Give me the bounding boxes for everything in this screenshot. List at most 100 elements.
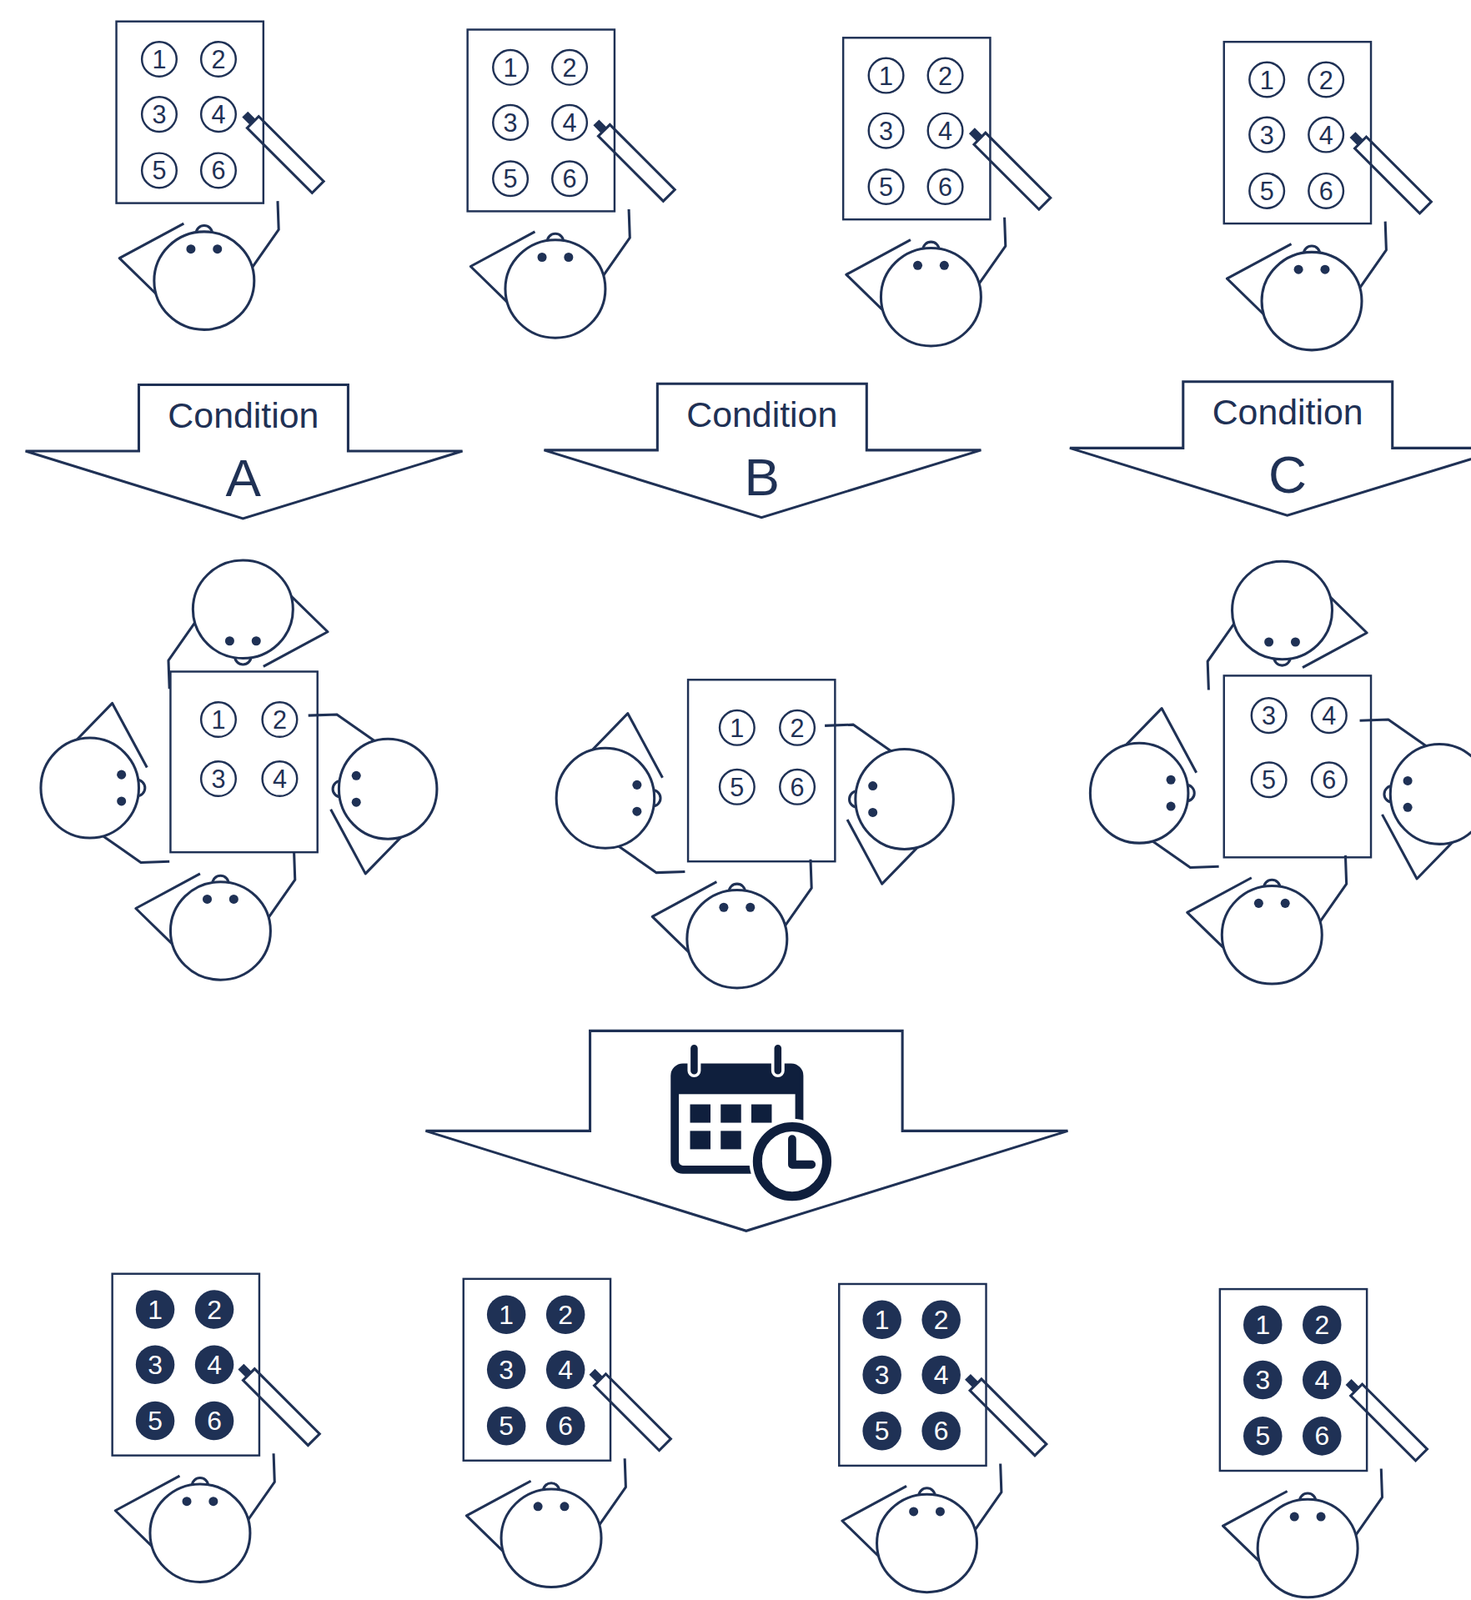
item-number: 3 xyxy=(200,760,237,798)
item-number: 6 xyxy=(546,1406,586,1446)
item-number: 1 xyxy=(492,49,529,86)
answer-sheet: 123456 xyxy=(462,1278,613,1462)
person-figure xyxy=(308,714,437,874)
item-number: 6 xyxy=(1310,761,1348,799)
condition-letter: A xyxy=(225,449,262,508)
item-number: 6 xyxy=(551,160,588,197)
item-number: 1 xyxy=(1243,1305,1283,1346)
item-number: 1 xyxy=(1248,60,1286,98)
item-number: 5 xyxy=(140,151,178,189)
pen-symbol xyxy=(239,108,324,193)
condition-label: Condition xyxy=(167,395,319,437)
answer-sheet: 123456 xyxy=(466,28,616,212)
item-number: 6 xyxy=(1307,172,1345,210)
item-number: 3 xyxy=(862,1355,902,1396)
person-figure xyxy=(1360,719,1471,879)
person-figure xyxy=(1223,1469,1383,1598)
item-number: 3 xyxy=(140,95,178,133)
arrow-shape xyxy=(1069,381,1471,516)
pen-symbol xyxy=(1346,129,1431,214)
item-number: 5 xyxy=(868,168,905,206)
pen-symbol xyxy=(586,1365,671,1451)
item-number: 6 xyxy=(195,1401,235,1441)
item-number: 2 xyxy=(551,49,588,86)
person-figure xyxy=(824,724,954,884)
answer-sheet: 123456 xyxy=(838,1283,988,1467)
item-number: 4 xyxy=(1302,1360,1342,1401)
answer-sheet: 1256 xyxy=(687,678,837,863)
item-number: 1 xyxy=(862,1300,902,1341)
item-number: 4 xyxy=(200,95,237,133)
pen-symbol xyxy=(965,125,1050,210)
item-number: 1 xyxy=(140,40,178,78)
item-number: 4 xyxy=(927,112,964,150)
item-number: 3 xyxy=(492,104,529,141)
item-number: 5 xyxy=(486,1406,527,1446)
item-number: 3 xyxy=(868,112,905,150)
item-number: 1 xyxy=(868,57,905,95)
person-figure xyxy=(842,1463,1002,1592)
condition-label: Condition xyxy=(1212,391,1364,433)
item-number: 5 xyxy=(1243,1416,1283,1456)
item-number: 5 xyxy=(492,160,529,197)
person-figure xyxy=(652,859,812,989)
calendar-icon xyxy=(674,1043,835,1205)
pen-symbol xyxy=(1342,1376,1427,1461)
item-number: 4 xyxy=(261,760,298,798)
item-number: 6 xyxy=(778,768,816,806)
item-number: 1 xyxy=(718,709,756,747)
person-figure xyxy=(1207,561,1367,690)
item-number: 2 xyxy=(1302,1305,1342,1346)
person-figure xyxy=(115,1453,275,1582)
arrow-shape xyxy=(543,383,981,518)
person-figure xyxy=(135,851,296,980)
person-figure xyxy=(1226,221,1386,351)
item-number: 5 xyxy=(135,1401,176,1441)
item-number: 2 xyxy=(261,701,298,739)
condition-letter: C xyxy=(1268,446,1307,504)
pen-symbol xyxy=(590,116,675,201)
item-number: 3 xyxy=(135,1345,176,1385)
answer-sheet: 3456 xyxy=(1223,674,1373,859)
answer-sheet: 1234 xyxy=(169,670,319,854)
item-number: 2 xyxy=(195,1290,235,1330)
answer-sheet: 123456 xyxy=(1223,40,1373,225)
person-figure xyxy=(119,200,279,330)
item-number: 2 xyxy=(921,1300,961,1341)
item-number: 6 xyxy=(1302,1416,1342,1456)
person-figure xyxy=(470,209,630,338)
condition-arrow: ConditionC xyxy=(1069,381,1471,516)
person-figure xyxy=(1089,708,1219,869)
item-number: 2 xyxy=(927,57,964,95)
item-number: 2 xyxy=(546,1295,586,1335)
item-number: 5 xyxy=(718,768,756,806)
item-number: 2 xyxy=(200,40,237,78)
answer-sheet: 123456 xyxy=(110,1273,261,1457)
person-figure xyxy=(1187,855,1347,985)
item-number: 5 xyxy=(1248,172,1286,210)
condition-label: Condition xyxy=(686,394,838,436)
item-number: 1 xyxy=(135,1290,176,1330)
person-figure xyxy=(466,1458,626,1587)
item-number: 4 xyxy=(1310,697,1348,734)
pen-symbol xyxy=(962,1370,1047,1456)
condition-arrow: ConditionB xyxy=(543,383,981,518)
item-number: 3 xyxy=(1250,697,1288,734)
item-number: 5 xyxy=(1250,761,1288,799)
item-number: 2 xyxy=(778,709,816,747)
condition-letter: B xyxy=(743,447,779,506)
person-figure xyxy=(168,560,328,689)
item-number: 1 xyxy=(200,701,237,739)
item-number: 3 xyxy=(1248,116,1286,154)
item-number: 6 xyxy=(921,1411,961,1451)
condition-arrow: ConditionA xyxy=(25,385,463,519)
item-number: 6 xyxy=(927,168,964,206)
item-number: 4 xyxy=(195,1345,235,1385)
item-number: 2 xyxy=(1307,60,1345,98)
pen-symbol xyxy=(235,1360,320,1446)
person-figure xyxy=(846,217,1006,347)
item-number: 4 xyxy=(551,104,588,141)
item-number: 4 xyxy=(921,1355,961,1396)
arrow-shape xyxy=(25,385,463,519)
person-figure xyxy=(40,702,170,863)
